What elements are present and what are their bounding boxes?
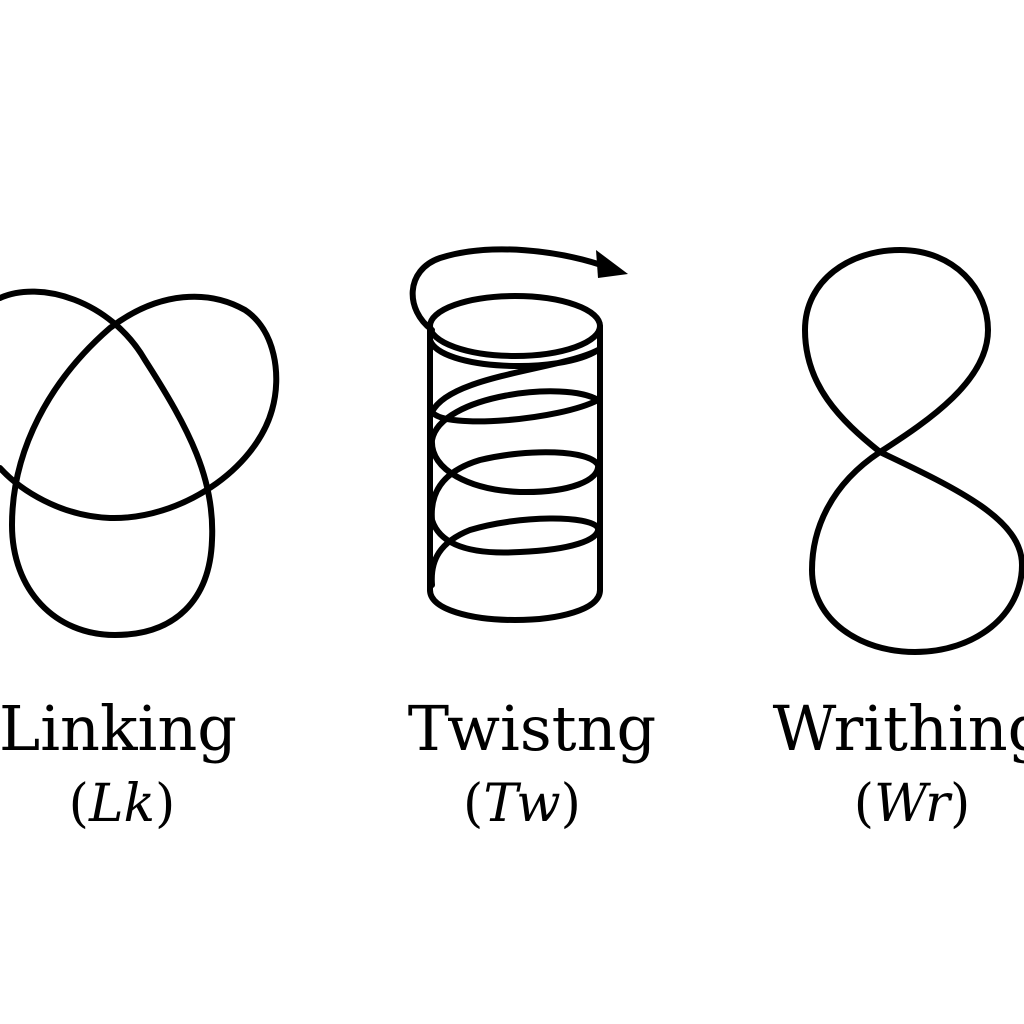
twisting-symbol-var: Tw: [483, 774, 561, 834]
writhing-symbol: (Wr): [854, 778, 971, 830]
cylinder-top: [427, 293, 603, 359]
twisting-symbol-open: (: [463, 774, 484, 834]
linking-symbol-open: (: [68, 774, 89, 834]
linking-symbol-var: Lk: [88, 774, 156, 834]
linking-label: Linking: [0, 692, 237, 765]
writhing-symbol-open: (: [853, 774, 875, 834]
twisting-figure: [409, 246, 628, 623]
twisting-symbol-close: ): [560, 774, 581, 834]
writhing-label: Writhing: [772, 692, 1024, 765]
twisting-symbol: (Tw): [463, 778, 581, 830]
linking-curve: [0, 288, 280, 638]
arrow-head-icon: [596, 250, 628, 278]
writhing-symbol-var: Wr: [874, 774, 950, 834]
rotation-arrow-loop: [409, 246, 613, 333]
writhing-symbol-close: ): [949, 774, 971, 834]
linking-symbol: (Lk): [69, 778, 176, 830]
cylinder-bottom: [427, 587, 603, 623]
linking-figure: [0, 288, 280, 638]
writhing-figure: [802, 247, 1024, 655]
twisting-label: Twistng: [407, 692, 657, 765]
writhing-curve: [802, 247, 1024, 655]
linking-symbol-close: ): [155, 774, 176, 834]
helix-coil: [427, 337, 601, 588]
